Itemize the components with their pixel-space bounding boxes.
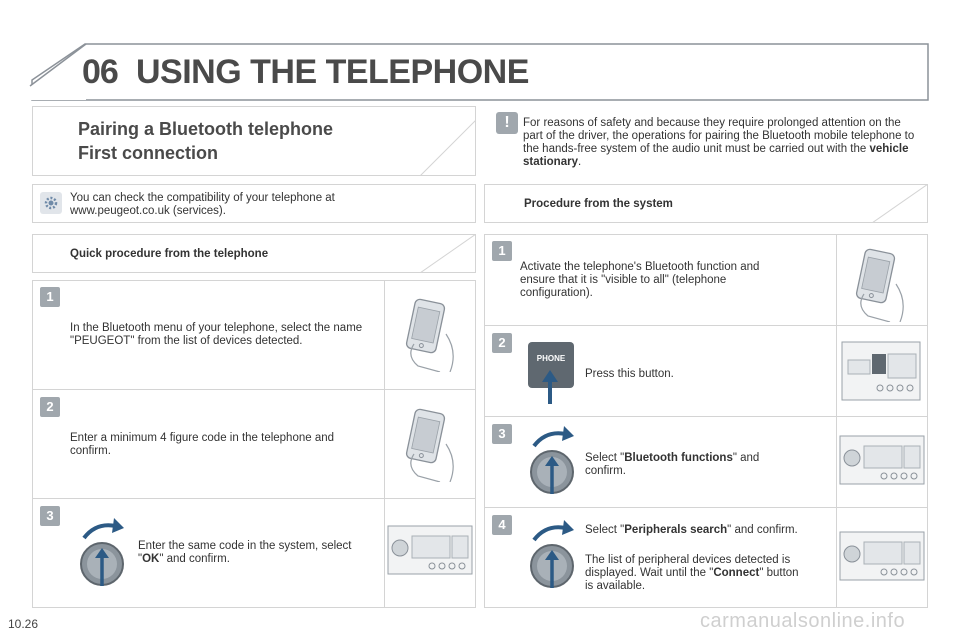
audio-unit-icon (839, 435, 925, 485)
phone-procedure-heading-box (32, 234, 476, 273)
step-number: 3 (40, 506, 60, 526)
step-number: 2 (40, 397, 60, 417)
page-number: 10.26 (8, 617, 39, 631)
step-number: 4 (492, 515, 512, 535)
warning-box (484, 106, 928, 176)
step-text-extra: The list of peripheral devices detected … (585, 554, 799, 592)
rotary-knob-icon (80, 518, 124, 586)
corner-decoration (420, 119, 476, 176)
arrow-up-icon (542, 370, 558, 404)
step-number: 2 (492, 333, 512, 353)
divider (32, 498, 476, 499)
smartphone-hand-icon (855, 248, 904, 322)
audio-unit-icon (387, 525, 473, 575)
phone-procedure-heading: Quick procedure from the telephone (70, 248, 269, 260)
step-number: 1 (40, 287, 60, 307)
divider (484, 507, 928, 508)
system-procedure-heading: Procedure from the system (524, 198, 673, 210)
smartphone-hand-icon (405, 408, 454, 482)
step-text: Select "Bluetooth functions" and confirm… (585, 452, 760, 477)
step-number: 1 (492, 241, 512, 261)
warning-icon: ! (496, 112, 518, 134)
divider (484, 325, 928, 326)
warning-text: For reasons of safety and because they r… (523, 117, 915, 168)
step-text: In the Bluetooth menu of your telephone,… (70, 322, 363, 347)
audio-unit-icon (841, 341, 921, 401)
step-text: Enter a minimum 4 figure code in the tel… (70, 432, 335, 457)
section-title-box (32, 106, 476, 176)
step-text: Enter the same code in the system, selec… (138, 540, 352, 565)
page-title: USING THE TELEPHONE (136, 53, 529, 91)
corner-decoration (420, 234, 476, 273)
divider (32, 389, 476, 390)
corner-decoration (872, 184, 928, 223)
divider (484, 416, 928, 417)
smartphone-hand-icon (405, 298, 454, 372)
divider (836, 234, 837, 608)
section-title-line1: Pairing a Bluetooth telephone (78, 119, 334, 139)
step-text: Press this button. (585, 368, 674, 380)
watermark: carmanualsonline.info (700, 610, 906, 632)
info-text: You can check the compatibility of your … (70, 192, 335, 217)
rotary-knob-icon (530, 520, 574, 588)
divider (384, 280, 385, 608)
rotary-knob-icon (530, 426, 574, 494)
step-number: 3 (492, 424, 512, 444)
step-text: Activate the telephone's Bluetooth funct… (520, 261, 760, 299)
section-title-line2: First connection (78, 143, 219, 163)
chapter-number: 06 (82, 53, 119, 91)
phone-button-label: PHONE (536, 354, 566, 363)
header-banner (29, 43, 929, 101)
step-text: Select "Peripherals search" and confirm. (585, 524, 798, 536)
info-box (32, 184, 476, 223)
system-procedure-heading-box (484, 184, 928, 223)
audio-unit-icon (839, 531, 925, 581)
info-gear-icon (40, 192, 62, 214)
